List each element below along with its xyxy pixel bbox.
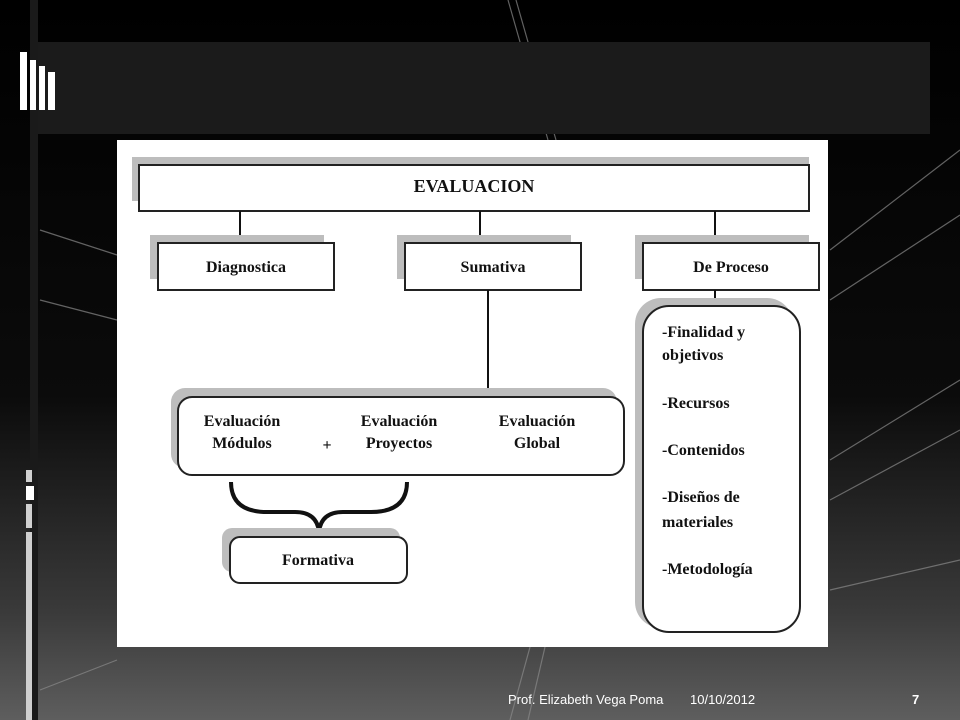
diagnostica-box bbox=[157, 242, 335, 291]
footer-author: Prof. Elizabeth Vega Poma bbox=[508, 692, 664, 707]
item-disenos-line2: materiales bbox=[662, 514, 733, 531]
plus-sign: + bbox=[322, 437, 331, 454]
item-finalidad-line2: objetivos bbox=[662, 347, 723, 364]
sumativa-box bbox=[404, 242, 582, 291]
proceso-label: De Proceso bbox=[693, 259, 769, 276]
slide-side-bars bbox=[24, 470, 38, 720]
slide-number: 7 bbox=[912, 692, 920, 707]
item-metodologia: -Metodología bbox=[662, 561, 753, 578]
evaluaciones-box bbox=[177, 396, 625, 476]
eval-proyectos-line1: Evaluación bbox=[361, 413, 438, 430]
eval-modulos-line1: Evaluación bbox=[204, 413, 281, 430]
title-bar bbox=[38, 42, 930, 134]
item-recursos: -Recursos bbox=[662, 395, 730, 412]
root-box bbox=[138, 164, 810, 212]
footer-date: 10/10/2012 bbox=[690, 692, 756, 707]
formativa-label: Formativa bbox=[282, 552, 354, 569]
evaluation-diagram: EVALUACION Diagnostica Sumativa De Proce… bbox=[117, 140, 828, 647]
diagnostica-label: Diagnostica bbox=[206, 259, 286, 276]
proceso-items-box bbox=[642, 305, 801, 633]
eval-global-line2: Global bbox=[514, 435, 561, 452]
eval-proyectos-line2: Proyectos bbox=[366, 435, 432, 452]
item-finalidad-line1: -Finalidad y bbox=[662, 324, 745, 341]
eval-global-line1: Evaluación bbox=[499, 413, 576, 430]
slide-decoration-bars bbox=[20, 52, 60, 112]
curly-brace bbox=[229, 481, 409, 533]
sumativa-label: Sumativa bbox=[461, 259, 526, 276]
formativa-box bbox=[229, 536, 408, 584]
eval-modulos-line2: Módulos bbox=[212, 435, 272, 452]
item-contenidos: -Contenidos bbox=[662, 442, 745, 459]
left-edge-strip bbox=[30, 0, 38, 720]
item-disenos-line1: -Diseños de bbox=[662, 489, 740, 506]
proceso-box bbox=[642, 242, 820, 291]
root-label: EVALUACION bbox=[414, 176, 535, 196]
